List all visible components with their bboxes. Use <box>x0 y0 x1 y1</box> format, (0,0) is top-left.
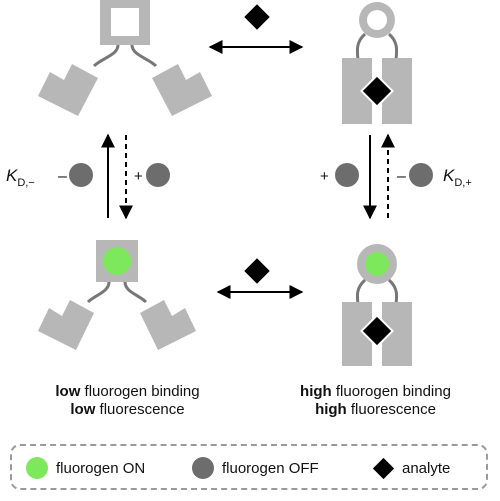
left-fluorogen-equilibrium: – + KD,− <box>6 133 170 220</box>
legend-item-analyte: analyte <box>372 457 450 479</box>
sensor-open-fluorogen-bound <box>38 240 196 350</box>
caption-high-state: high fluorogen binding high fluorescence <box>300 383 451 418</box>
fluorogen-off-marker <box>409 163 433 187</box>
sensor-closed-fluorogen-analyte-bound <box>342 244 412 366</box>
legend-label-off: fluorogen OFF <box>222 459 319 477</box>
plus-sign: + <box>134 168 143 185</box>
sensor-closed-analyte-bound <box>342 2 412 124</box>
kd-plus-label: KD,+ <box>443 166 472 189</box>
minus-sign: – <box>58 168 67 185</box>
sensor-open-unbound <box>38 0 212 116</box>
legend-item-fluorogen-off: fluorogen OFF <box>192 457 319 479</box>
plus-sign: + <box>320 168 329 185</box>
legend: fluorogen ON fluorogen OFF analyte <box>10 444 488 490</box>
legend-label-on: fluorogen ON <box>56 459 146 477</box>
fluorogen-on-swatch <box>26 457 48 479</box>
fluorogen-off-marker <box>69 163 93 187</box>
minus-sign: – <box>397 168 406 185</box>
fluorogen-off-marker <box>335 163 359 187</box>
legend-item-fluorogen-on: fluorogen ON <box>26 457 145 479</box>
fluorogen-off-marker <box>146 163 170 187</box>
legend-label-analyte: analyte <box>402 459 451 477</box>
top-analyte-equilibrium <box>208 4 304 54</box>
kd-minus-label: KD,− <box>6 166 35 189</box>
right-fluorogen-equilibrium: + – KD,+ <box>320 133 472 220</box>
fluorogen-off-swatch <box>192 457 214 479</box>
analyte-diamond-icon <box>372 457 395 479</box>
bottom-analyte-equilibrium <box>216 258 304 299</box>
caption-low-state: low fluorogen binding low fluorescence <box>55 383 200 418</box>
